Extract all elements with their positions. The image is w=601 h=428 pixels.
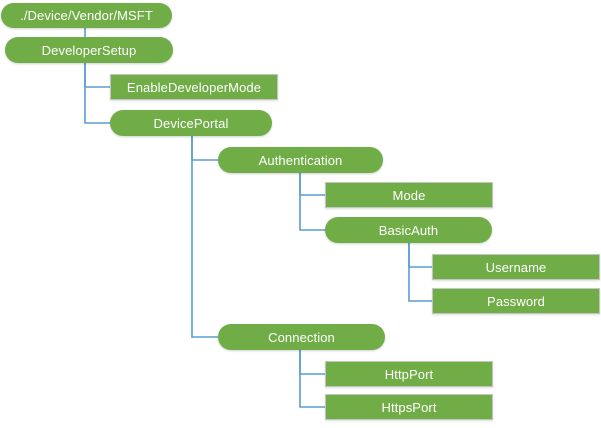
tree-node-enabledevelopermode[interactable]: EnableDeveloperMode bbox=[110, 74, 278, 100]
tree-node-deviceportal[interactable]: DevicePortal bbox=[110, 110, 272, 136]
tree-node-label: Mode bbox=[392, 187, 426, 203]
tree-node-label: Username bbox=[485, 259, 547, 275]
connector-developersetup-to-deviceportal bbox=[84, 62, 111, 124]
tree-node-developersetup[interactable]: DeveloperSetup bbox=[5, 37, 173, 63]
tree-node-label: Connection bbox=[268, 329, 335, 345]
tree-node-httpport[interactable]: HttpPort bbox=[325, 361, 493, 387]
tree-node-httpsport[interactable]: HttpsPort bbox=[325, 394, 493, 420]
tree-node-label: ./Device/Vendor/MSFT bbox=[20, 8, 153, 23]
tree-node-label: DevicePortal bbox=[153, 115, 229, 131]
tree-node-mode[interactable]: Mode bbox=[325, 182, 493, 208]
tree-node-authentication[interactable]: Authentication bbox=[218, 147, 383, 173]
connector-connection-to-httpport bbox=[299, 349, 326, 375]
connector-authentication-to-basicauth bbox=[299, 172, 326, 231]
tree-node-basicauth[interactable]: BasicAuth bbox=[325, 217, 492, 243]
tree-node-label: Authentication bbox=[258, 152, 343, 168]
tree-node-connection[interactable]: Connection bbox=[218, 324, 385, 350]
tree-node-label: HttpPort bbox=[384, 366, 434, 382]
tree-node-label: HttpsPort bbox=[381, 399, 437, 415]
connector-authentication-to-mode bbox=[299, 172, 326, 196]
tree-node-label: DeveloperSetup bbox=[41, 42, 137, 58]
connector-basicauth-to-username bbox=[408, 242, 433, 268]
connector-connection-to-httpsport bbox=[299, 349, 326, 408]
tree-node-password[interactable]: Password bbox=[432, 288, 600, 314]
connector-basicauth-to-password bbox=[408, 242, 433, 302]
connector-deviceportal-to-connection bbox=[191, 135, 219, 338]
tree-node-username[interactable]: Username bbox=[432, 254, 600, 280]
tree-node-label: EnableDeveloperMode bbox=[126, 79, 262, 95]
tree-node-root[interactable]: ./Device/Vendor/MSFT bbox=[1, 3, 172, 28]
connector-deviceportal-to-authentication bbox=[191, 135, 219, 161]
tree-node-label: BasicAuth bbox=[378, 222, 439, 238]
connector-developersetup-to-enabledevelopermode bbox=[84, 62, 111, 88]
tree-node-label: Password bbox=[487, 293, 545, 309]
